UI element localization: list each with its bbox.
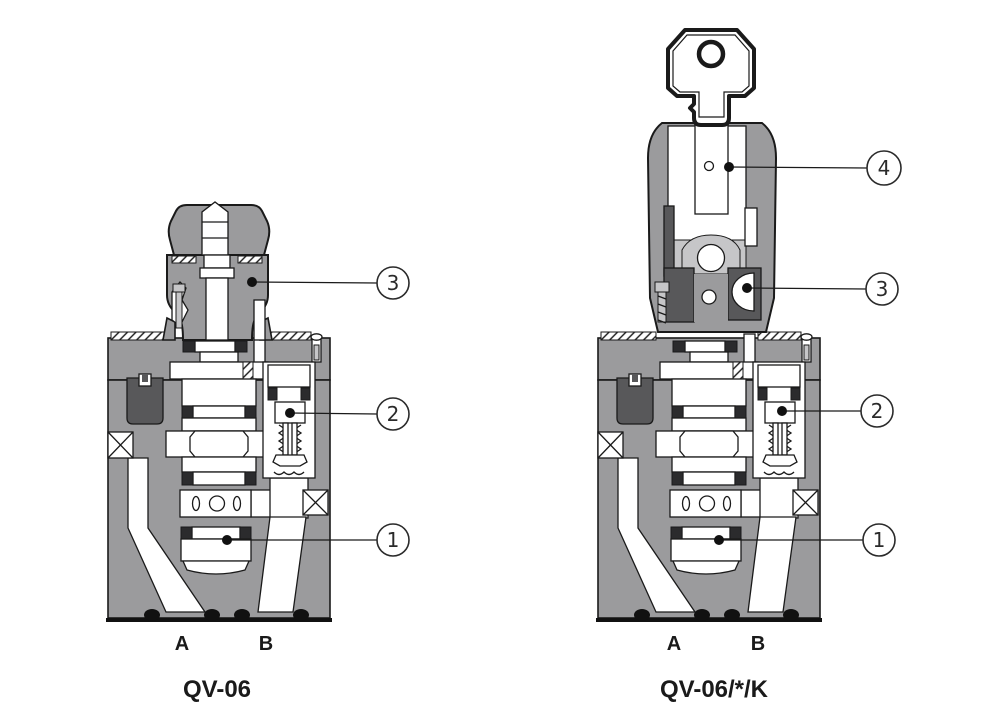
callout-4-right-number: 4 [878,156,891,180]
key-hole [696,39,726,69]
callout-3-left: 3 [247,266,410,300]
port-label-b-left: B [259,633,273,655]
key-icon [666,28,756,127]
callout-3-right: 3 [742,272,899,306]
adjustment-knob-assembly [162,201,273,341]
model-label-left: QV-06 [183,676,251,703]
port-label-b-right: B [751,633,765,655]
callout-1-right: 1 [714,523,896,557]
callout-1-left: 1 [222,523,410,557]
callout-3-left-number: 3 [387,271,400,295]
callout-2-right: 2 [777,394,894,428]
callout-4-right: 4 [724,150,902,186]
callout-1-right-number: 1 [873,528,886,552]
lock-housing [646,117,778,333]
callout-1-left-number: 1 [387,528,400,552]
right-valve-drawing [595,28,823,623]
callout-2-left: 2 [285,397,410,431]
left-valve-drawing [105,201,333,623]
port-label-a-left: A [175,633,189,655]
port-label-a-right: A [667,633,681,655]
callout-3-right-number: 3 [876,277,889,301]
model-label-right: QV-06/*/K [660,676,769,703]
lock-vent-hole [703,160,715,172]
callout-2-right-number: 2 [871,399,884,423]
callout-2-left-number: 2 [387,402,400,426]
